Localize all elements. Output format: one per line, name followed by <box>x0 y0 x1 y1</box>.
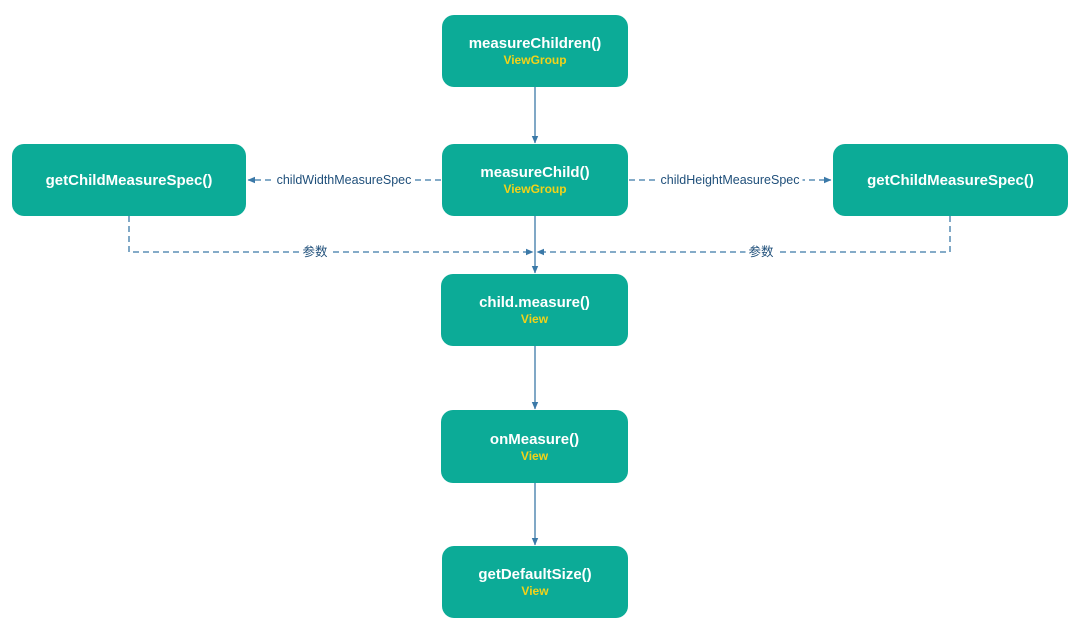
node-subtitle: ViewGroup <box>503 182 567 196</box>
node-subtitle: View <box>520 312 549 326</box>
node-get-default-size: getDefaultSize() View <box>442 546 628 618</box>
node-get-child-measure-spec-left: getChildMeasureSpec() <box>12 144 246 216</box>
node-on-measure: onMeasure() View <box>441 410 628 483</box>
node-get-child-measure-spec-right: getChildMeasureSpec() <box>833 144 1068 216</box>
node-subtitle: View <box>521 584 549 598</box>
edge-label-child-width-measure-spec: childWidthMeasureSpec <box>273 172 415 188</box>
node-title: child.measure() <box>479 294 590 311</box>
arrow-param-right-to-center <box>536 216 951 256</box>
node-title: getDefaultSize() <box>478 566 592 583</box>
node-title: getChildMeasureSpec() <box>867 171 1034 189</box>
node-measure-children: measureChildren() ViewGroup <box>442 15 628 87</box>
arrow-param-left-to-center <box>128 216 534 256</box>
node-title: measureChildren() <box>468 35 602 52</box>
node-child-measure: child.measure() View <box>441 274 628 346</box>
node-title: measureChild() <box>480 164 590 181</box>
node-title: getChildMeasureSpec() <box>45 171 213 189</box>
node-title: onMeasure() <box>489 430 580 448</box>
node-measure-child: measureChild() ViewGroup <box>442 144 628 216</box>
node-subtitle: ViewGroup <box>503 53 567 67</box>
edge-label-param-left: 参数 <box>299 244 331 260</box>
edge-label-param-right: 参数 <box>745 244 777 260</box>
node-subtitle: View <box>520 448 549 463</box>
edge-label-child-height-measure-spec: childHeightMeasureSpec <box>657 172 803 188</box>
